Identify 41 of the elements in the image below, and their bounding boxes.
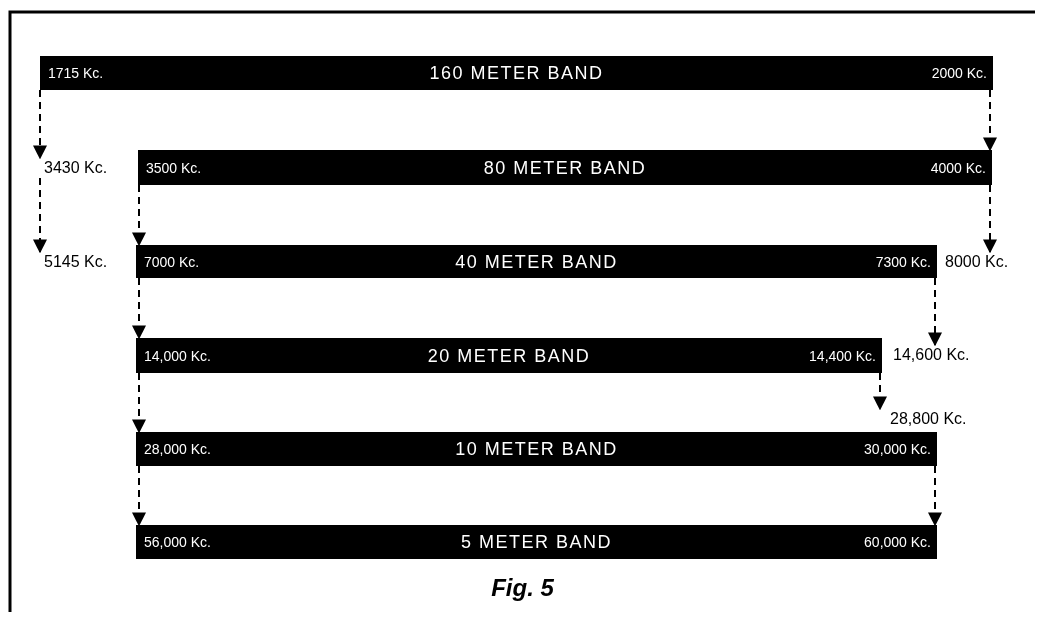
band-name: 160 METER BAND (429, 62, 604, 84)
frequency-band-bar (40, 56, 993, 90)
dashed-arrow (132, 184, 146, 247)
dashed-arrow (873, 372, 887, 411)
band-name: 40 METER BAND (455, 251, 618, 272)
band-edge-frequency: 30,000 Kc. (864, 441, 931, 457)
dashed-arrow (983, 89, 997, 152)
figure-caption: Fig. 5 (491, 574, 554, 602)
dashed-arrow (132, 465, 146, 527)
frequency-label: 28,800 Kc. (876, 409, 967, 429)
frequency-band-bar (136, 245, 937, 278)
dashed-arrow (132, 277, 146, 340)
band-name: 10 METER BAND (455, 438, 618, 460)
dashed-arrow (33, 177, 47, 254)
frequency-band-bar (136, 338, 882, 373)
dashed-arrow (33, 89, 47, 160)
band-edge-frequency: 2000 Kc. (931, 65, 987, 81)
band-edge-frequency: 3500 Kc. (146, 159, 202, 176)
band-edge-frequency: 56,000 Kc. (144, 534, 211, 550)
band-edge-frequency: 1715 Kc. (48, 65, 104, 81)
band-edge-frequency: 60,000 Kc. (864, 534, 931, 550)
dashed-arrow (928, 465, 942, 527)
frequency-label: 3430 Kc. (36, 158, 108, 178)
band-name: 5 METER BAND (461, 531, 612, 553)
frequency-label: 8000 Kc. (945, 252, 1009, 272)
band-edge-frequency: 7300 Kc. (875, 253, 931, 270)
band-edge-frequency: 28,000 Kc. (144, 441, 211, 457)
dashed-arrow (132, 372, 146, 434)
band-edge-frequency: 14,400 Kc. (809, 347, 876, 364)
frequency-label: 5145 Kc. (36, 252, 108, 272)
band-name: 20 METER BAND (427, 345, 591, 366)
frequency-band-bar (138, 150, 992, 185)
dashed-arrow (928, 277, 942, 347)
frequency-band-bar (136, 432, 937, 466)
band-edge-frequency: 7000 Kc. (144, 253, 200, 270)
band-edge-frequency: 14,000 Kc. (144, 347, 211, 364)
band-edge-frequency: 4000 Kc. (930, 159, 986, 176)
band-name: 80 METER BAND (483, 157, 647, 178)
dashed-arrow (983, 184, 997, 254)
frequency-band-bar (136, 525, 937, 559)
frequency-label: 14,600 Kc. (893, 345, 970, 365)
